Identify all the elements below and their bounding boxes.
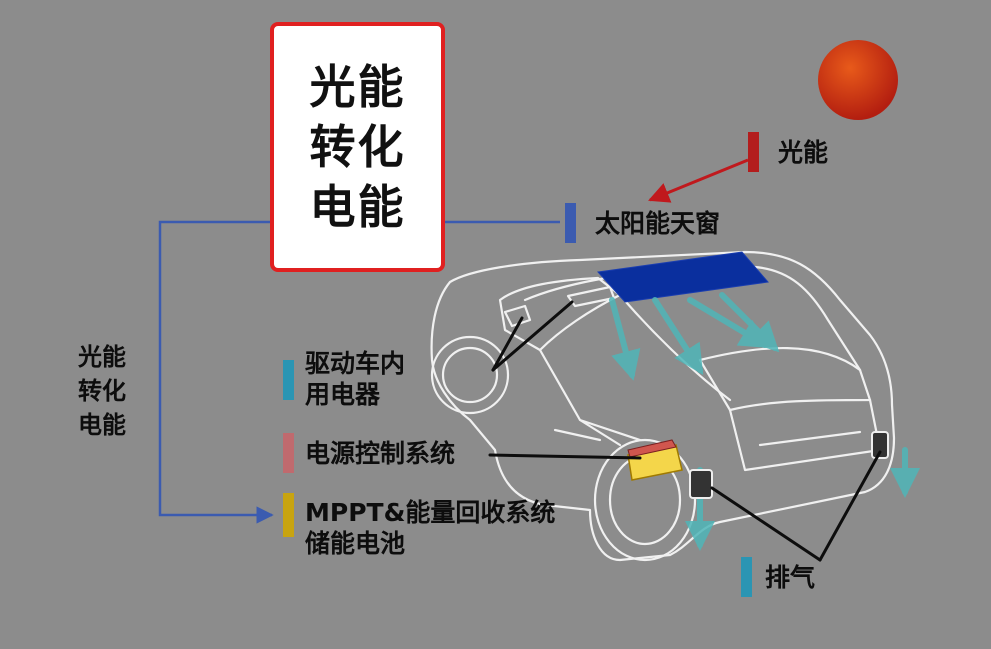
- sunlight-label: 光能: [778, 138, 829, 167]
- mppt-line: MPPT&能量回收系统: [305, 498, 556, 527]
- drive-appliances-line-2: 用电器: [305, 380, 381, 409]
- box-line-2: 转化: [309, 120, 406, 174]
- box-line-1: 光能: [309, 60, 406, 114]
- exhaust-port-icon: [689, 469, 713, 499]
- left-conversion-label: 光能 转化 电能: [78, 340, 126, 442]
- drive-appliances-line-1: 驱动车内: [305, 349, 406, 378]
- tail-lamp-icon: [871, 431, 889, 459]
- box-line-3: 电能: [309, 180, 406, 234]
- battery-icon: [627, 439, 683, 481]
- solar-roof-panel: [596, 251, 769, 303]
- sunlight-arrow: [648, 158, 749, 203]
- sunlight-marker: [748, 132, 759, 172]
- power-control-label: 电源控制系统: [305, 439, 456, 468]
- sun-icon: [818, 40, 898, 120]
- flow-arrows: [609, 292, 920, 551]
- storage-battery-line: 储能电池: [305, 529, 406, 558]
- left-label-line-3: 电能: [78, 411, 126, 439]
- power-control-marker: [283, 433, 294, 473]
- drive-appliances-label: 驱动车内 用电器: [305, 348, 405, 410]
- left-label-line-2: 转化: [78, 377, 126, 405]
- drive-appliances-marker: [283, 360, 294, 400]
- exhaust-label: 排气: [765, 563, 816, 592]
- solar-roof-label: 太阳能天窗: [595, 209, 721, 238]
- mppt-storage-marker: [283, 493, 294, 537]
- mppt-storage-label: MPPT&能量回收系统 储能电池: [305, 497, 555, 559]
- exhaust-marker: [741, 557, 752, 597]
- callout-lines: [488, 300, 882, 562]
- solar-roof-marker: [565, 203, 576, 243]
- light-to-electric-box: 光能 转化 电能: [270, 22, 445, 272]
- connector-box-to-battery: [158, 220, 274, 524]
- left-label-line-1: 光能: [78, 343, 126, 371]
